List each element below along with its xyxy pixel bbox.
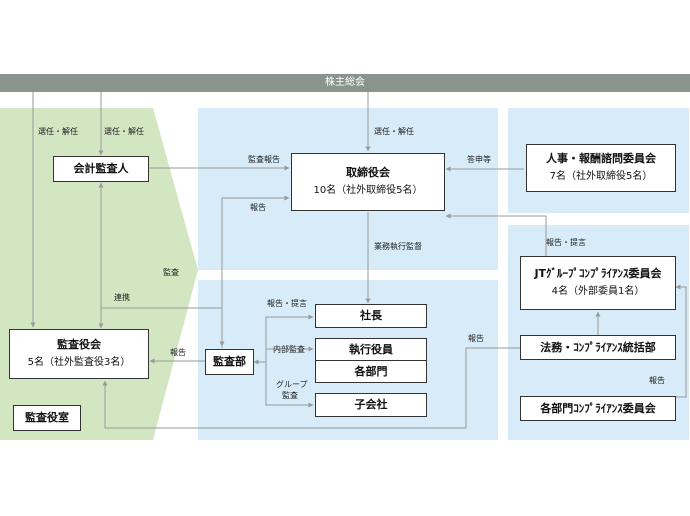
dept-compliance-label: 各部門ｺﾝﾌﾟﾗｲｱﾝｽ委員会 (540, 401, 656, 415)
label-audit-report: 監査報告 (248, 155, 280, 164)
hr-committee-box: 人事・報酬諮問委員会 7名（社外取締役5名） (526, 144, 676, 192)
line-group-audit (265, 362, 314, 408)
president-label: 社長 (360, 309, 382, 322)
line-legal-report (102, 347, 520, 429)
label-report-dept-committee: 報告 (649, 376, 665, 385)
line-internal-audit (265, 346, 314, 362)
line-dept-committee-report (675, 284, 687, 398)
compliance-committee-box: JTｸﾞﾙｰﾌﾟｺﾝﾌﾟﾗｲｱﾝｽ委員会 4名（外部委員1名） (520, 256, 676, 310)
label-report-legal: 報告 (468, 334, 484, 343)
audit-dept-label: 監査部 (213, 355, 246, 368)
legal-compliance-label: 法務・ｺﾝﾌﾟﾗｲｱﾝｽ統括部 (540, 340, 656, 354)
departments-label: 各部門 (354, 364, 388, 378)
line-dept-report-board (221, 195, 290, 348)
audit-office-box: 監査役室 (13, 405, 81, 431)
label-group-audit-1: グループ (276, 380, 308, 389)
board-title: 取締役会 (346, 166, 390, 179)
label-supervision: 業務執行監督 (374, 242, 422, 251)
hr-committee-title: 人事・報酬諮問委員会 (546, 152, 656, 165)
legal-compliance-box: 法務・ｺﾝﾌﾟﾗｲｱﾝｽ統括部 (520, 335, 676, 360)
president-box: 社長 (315, 304, 427, 328)
audit-board-box: 監査役会 5名（社外監査役3名） (9, 329, 149, 379)
audit-dept-box: 監査部 (205, 349, 254, 375)
dept-compliance-box: 各部門ｺﾝﾌﾟﾗｲｱﾝｽ委員会 (520, 396, 676, 421)
label-audit-arrow: 監査 (163, 268, 179, 277)
board-box: 取締役会 10名（社外取締役5名） (291, 153, 445, 211)
label-internal-audit: 内部監査 (273, 345, 305, 354)
line-report-president (253, 314, 314, 365)
label-appoint-dismiss-1: 選任・解任 (38, 127, 78, 136)
shareholders-meeting-bar: 株主総会 (0, 74, 690, 92)
label-appoint-dismiss-2: 選任・解任 (104, 127, 144, 136)
label-appoint-dismiss-3: 選任・解任 (374, 127, 414, 136)
executive-officers-box: 執行役員 (315, 338, 427, 361)
board-detail: 10名（社外取締役5名） (313, 185, 423, 196)
label-report-dept-audit: 報告 (170, 348, 186, 357)
audit-board-title: 監査役会 (57, 338, 101, 351)
hr-committee-detail: 7名（社外取締役5名） (549, 171, 653, 182)
compliance-committee-detail: 4名（外部委員1名） (551, 286, 645, 297)
label-report-proposal-compliance: 報告・提言 (546, 238, 586, 247)
label-report-dept-board: 報告 (250, 203, 266, 212)
label-coordination: 連携 (114, 293, 130, 302)
subsidiaries-label: 子会社 (354, 398, 388, 411)
subsidiaries-box: 子会社 (315, 393, 427, 417)
label-report-proposal-president: 報告・提言 (267, 299, 307, 308)
compliance-committee-title: JTｸﾞﾙｰﾌﾟｺﾝﾌﾟﾗｲｱﾝｽ委員会 (534, 267, 662, 280)
label-consult: 答申等 (467, 155, 491, 164)
audit-office-label: 監査役室 (25, 411, 69, 424)
accounting-auditor-label: 会計監査人 (73, 162, 129, 175)
executive-officers-label: 執行役員 (349, 342, 393, 356)
label-group-audit-2: 監査 (282, 391, 298, 400)
accounting-auditor-box: 会計監査人 (53, 156, 149, 182)
departments-box: 各部門 (315, 360, 427, 383)
audit-board-detail: 5名（社外監査役3名） (27, 357, 131, 368)
